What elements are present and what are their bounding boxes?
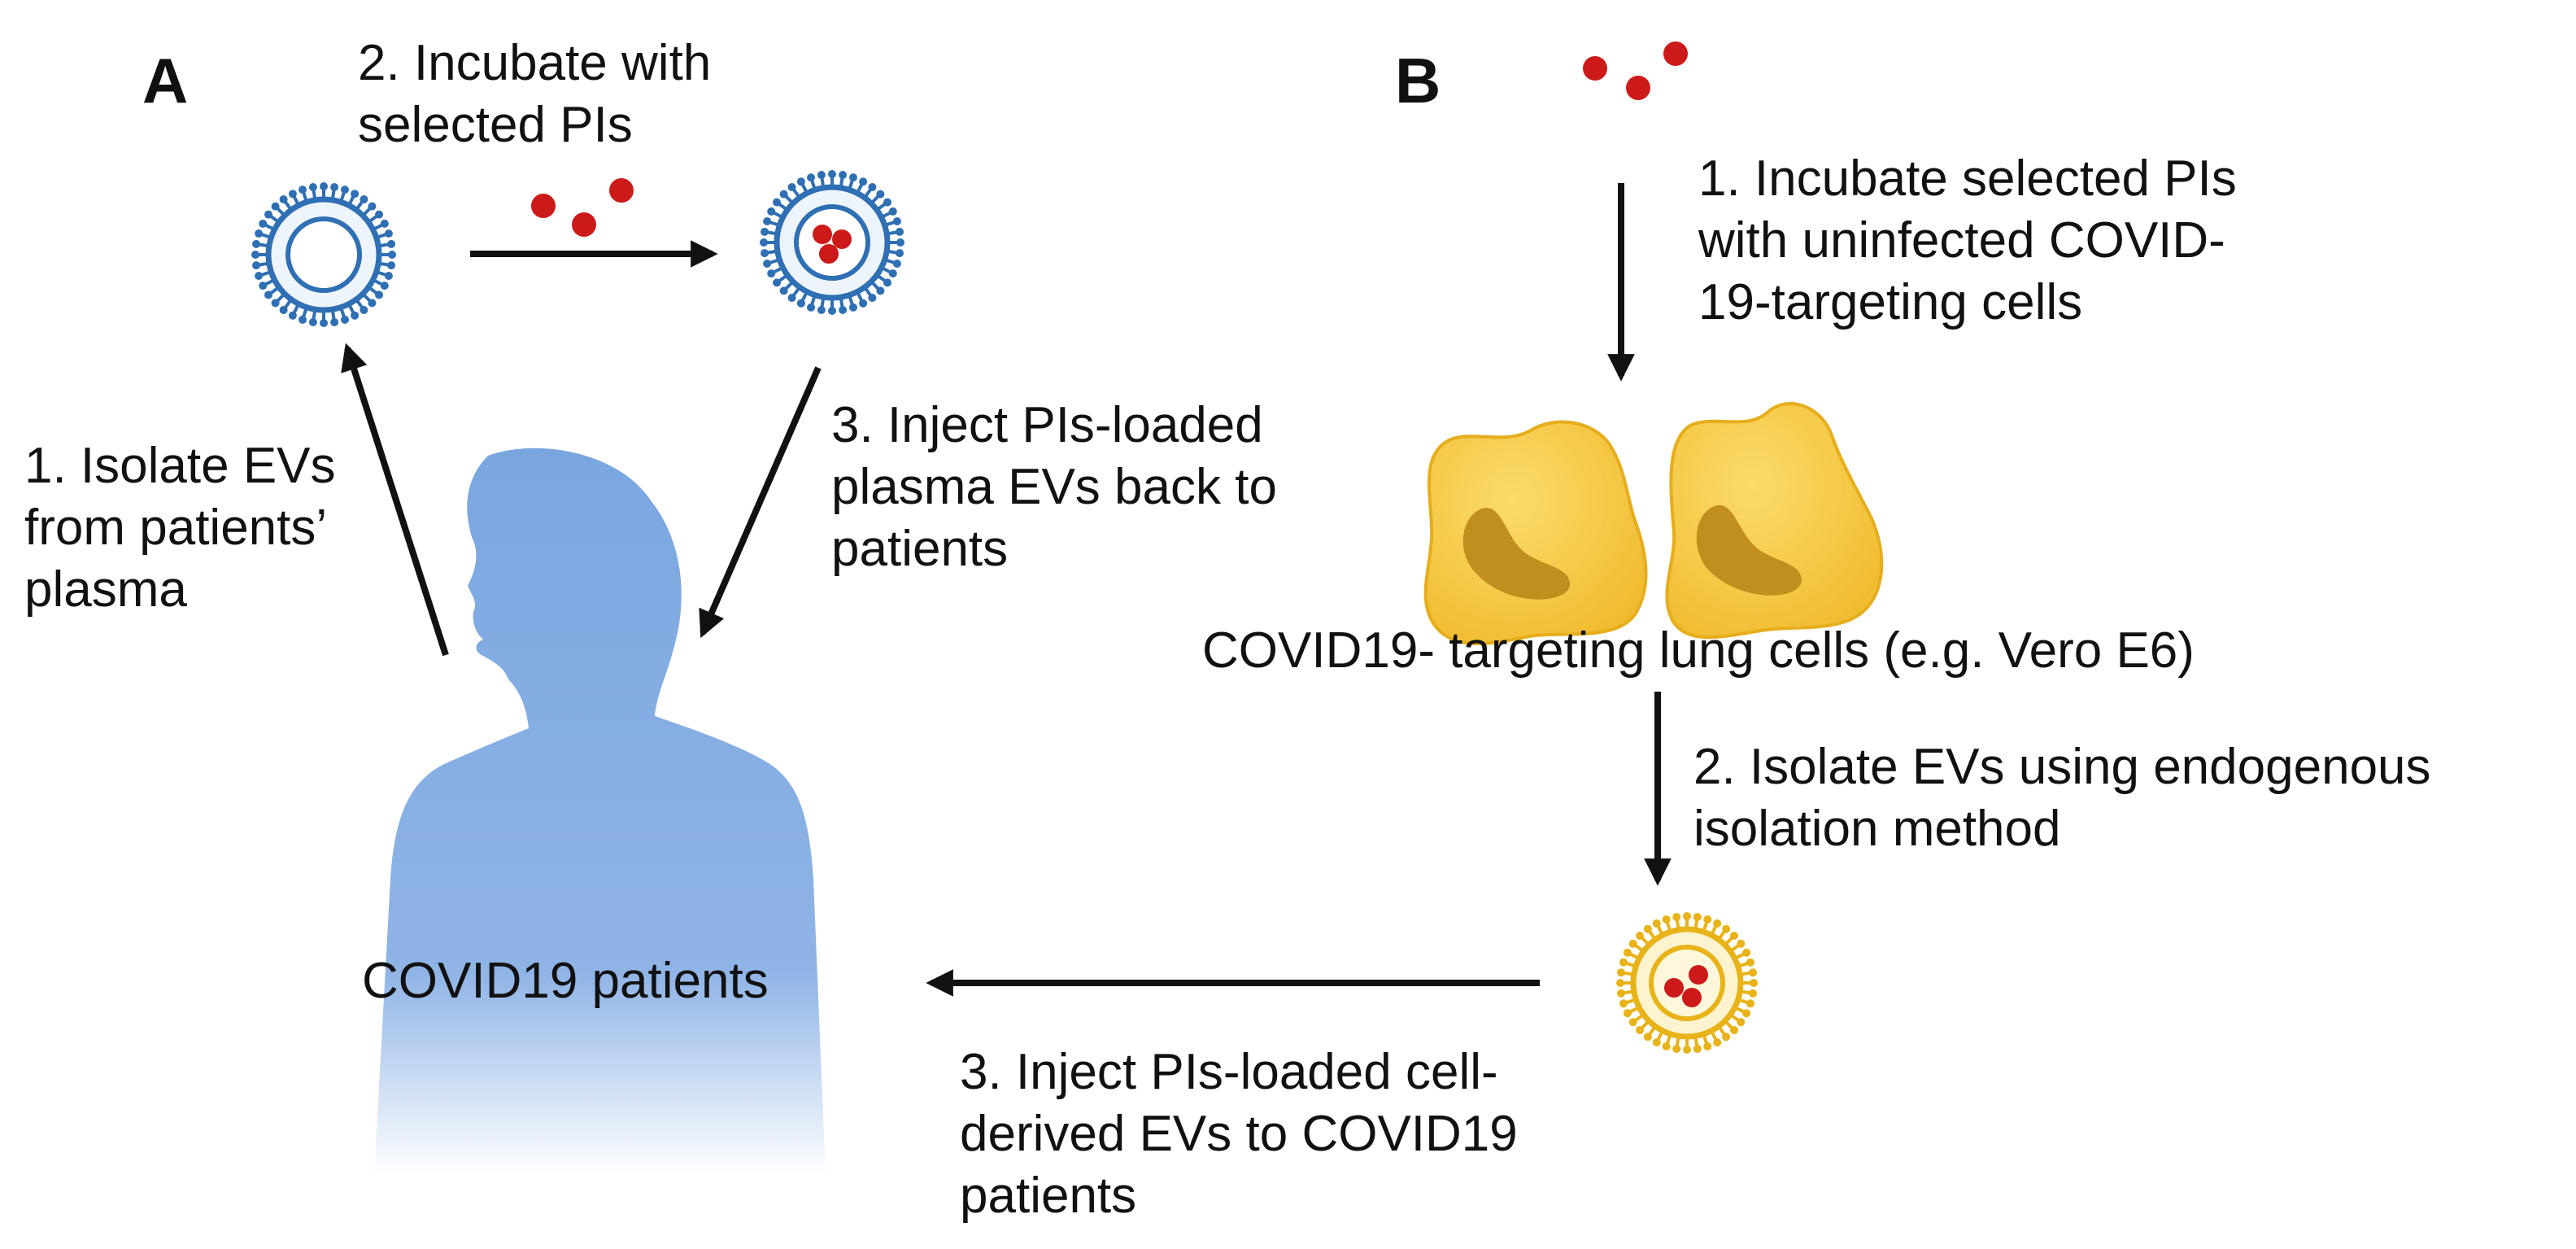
step3-inject-plasma-text: 3. Inject PIs-loaded plasma EVs back to … [831, 397, 1277, 577]
lipid-head [1617, 968, 1625, 977]
lipid-head [308, 183, 317, 191]
lipid-head [1693, 913, 1702, 921]
protease-inhibitors-a [531, 178, 634, 237]
arrow-isolate-evs [341, 343, 449, 657]
protease-inhibitor-dot [832, 229, 852, 249]
panel-a-label: A [142, 45, 189, 116]
lipid-head [1693, 1045, 1702, 1053]
plasma-ev-empty [251, 182, 396, 327]
lipid-head [1749, 989, 1757, 998]
lipid-head [330, 318, 339, 326]
cell-derived-ev-loaded [1616, 912, 1758, 1054]
step1-incubate-cells-text: 1. Incubate selected PIs with uninfected… [1698, 151, 2237, 330]
lipid-head [387, 239, 395, 248]
patients-label: COVID19 patients [362, 953, 769, 1009]
protease-inhibitors-b [1583, 41, 1688, 100]
step2-isolate-cell-evs-text: 2. Isolate EVs using endogenous isolatio… [1693, 739, 2431, 857]
lipid-head [1617, 989, 1625, 998]
protease-inhibitor-dot [819, 244, 839, 264]
step3-inject-cell-evs-text: 3. Inject PIs-loaded cell- derived EVs t… [960, 1044, 1518, 1224]
lipid-head [1672, 1045, 1681, 1053]
lipid-head [1672, 913, 1681, 921]
lipid-head [896, 227, 904, 236]
lung-cell [1423, 420, 1648, 645]
panel-b-label: B [1395, 45, 1441, 116]
step1-isolate-text: 1. Isolate EVs from patients’ plasma [24, 438, 336, 618]
lipid-head [1749, 968, 1757, 977]
lipid-head [896, 249, 904, 258]
lipid-head [761, 249, 769, 258]
lung-cell [1665, 402, 1884, 640]
lipid-head [252, 239, 260, 248]
lipid-head [761, 227, 769, 236]
step2-incubate-text: 2. Incubate with selected PIs [358, 35, 712, 153]
lipid-head [308, 318, 317, 326]
protease-inhibitor-dot [1664, 978, 1684, 998]
lipid-head [330, 183, 339, 191]
arrow-inject-plasma-evs [699, 366, 822, 639]
plasma-ev-loaded [760, 170, 904, 315]
lipid-head [252, 261, 260, 270]
protease-inhibitor-dot [1682, 988, 1702, 1007]
lung-cells-label: COVID19- targeting lung cells (e.g. Vero… [1202, 622, 2195, 679]
protease-inhibitor-dot [1689, 965, 1708, 985]
lipid-head [387, 261, 395, 270]
protease-inhibitor-dot [813, 225, 832, 244]
patient-silhouette [374, 448, 826, 1176]
